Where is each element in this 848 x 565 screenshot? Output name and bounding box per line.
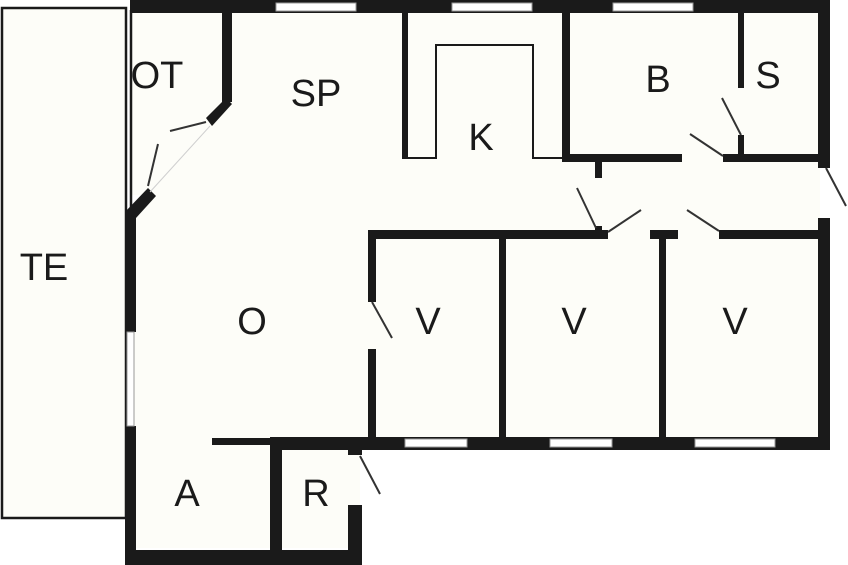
wall-o-v-upper bbox=[368, 230, 376, 302]
wall-left-lower bbox=[125, 426, 136, 565]
wall-a-top bbox=[212, 438, 274, 445]
terrace-floor bbox=[2, 8, 126, 518]
door-s-leaf bbox=[721, 97, 742, 136]
windows bbox=[126, 2, 776, 448]
floor-areas bbox=[2, 8, 820, 548]
wall-v2-v3 bbox=[659, 230, 666, 440]
wall-right-upper bbox=[818, 0, 830, 168]
door-v3-leaf bbox=[686, 209, 720, 232]
kitchen bbox=[402, 10, 565, 159]
bath-walls bbox=[562, 10, 830, 162]
window-k bbox=[451, 2, 533, 12]
wall-v-top-right bbox=[719, 230, 829, 239]
wall-ot-sp bbox=[222, 10, 232, 102]
room-labels: TE OT SP K B S O V V V A R bbox=[20, 55, 781, 515]
wall-v1-v2 bbox=[499, 230, 506, 440]
room-label-te: TE bbox=[20, 247, 69, 289]
room-label-s: S bbox=[755, 55, 780, 97]
wall-b-bottom-left bbox=[562, 154, 682, 162]
wall-b-s-lower bbox=[738, 135, 744, 160]
wall-k-left bbox=[402, 10, 408, 158]
room-label-ot: OT bbox=[131, 55, 184, 97]
room-label-a: A bbox=[174, 473, 200, 515]
window-o bbox=[126, 331, 135, 427]
room-label-r: R bbox=[302, 473, 329, 515]
room-label-v1: V bbox=[415, 301, 441, 343]
window-b bbox=[612, 2, 694, 12]
door-hall-leaf bbox=[576, 187, 597, 229]
room-label-k: K bbox=[468, 117, 493, 159]
door-exterior-leaf bbox=[825, 167, 847, 207]
interior-floor bbox=[132, 10, 820, 548]
room-label-b: B bbox=[645, 59, 670, 101]
wall-left-mid bbox=[125, 212, 136, 332]
wall-right-lower bbox=[818, 218, 830, 450]
window-v2 bbox=[549, 438, 613, 448]
door-r-leaf bbox=[359, 455, 381, 495]
wall-diagonal-lower bbox=[125, 188, 156, 218]
doors bbox=[147, 97, 847, 495]
wall-v-top-left bbox=[368, 230, 608, 239]
wall-hall-stub bbox=[595, 160, 602, 178]
window-v1 bbox=[404, 438, 468, 448]
kitchen-counter bbox=[402, 44, 565, 159]
room-label-sp: SP bbox=[291, 73, 342, 115]
room-label-v2: V bbox=[561, 301, 587, 343]
wall-b-left bbox=[562, 10, 570, 162]
wall-b-s-upper bbox=[738, 10, 744, 88]
wall-r-right-top bbox=[348, 437, 362, 455]
room-label-v3: V bbox=[722, 301, 748, 343]
entry-walls bbox=[212, 437, 282, 565]
room-label-o: O bbox=[237, 301, 267, 343]
wall-b-bottom-right bbox=[723, 154, 830, 162]
window-v3 bbox=[694, 438, 776, 448]
wall-a-r bbox=[270, 437, 282, 565]
v-walls bbox=[368, 160, 829, 449]
wall-bottom bbox=[125, 550, 362, 565]
window-sp bbox=[275, 2, 357, 12]
door-ot-opening bbox=[149, 125, 211, 193]
door-v1-leaf bbox=[371, 301, 393, 339]
door-v2-leaf bbox=[607, 209, 642, 233]
wall-o-v-lower bbox=[368, 349, 376, 449]
door-ot-leaf-2 bbox=[147, 143, 159, 187]
door-b-leaf bbox=[689, 133, 724, 157]
wall-diagonal-upper bbox=[206, 98, 232, 126]
door-ot-leaf-1 bbox=[169, 121, 207, 132]
